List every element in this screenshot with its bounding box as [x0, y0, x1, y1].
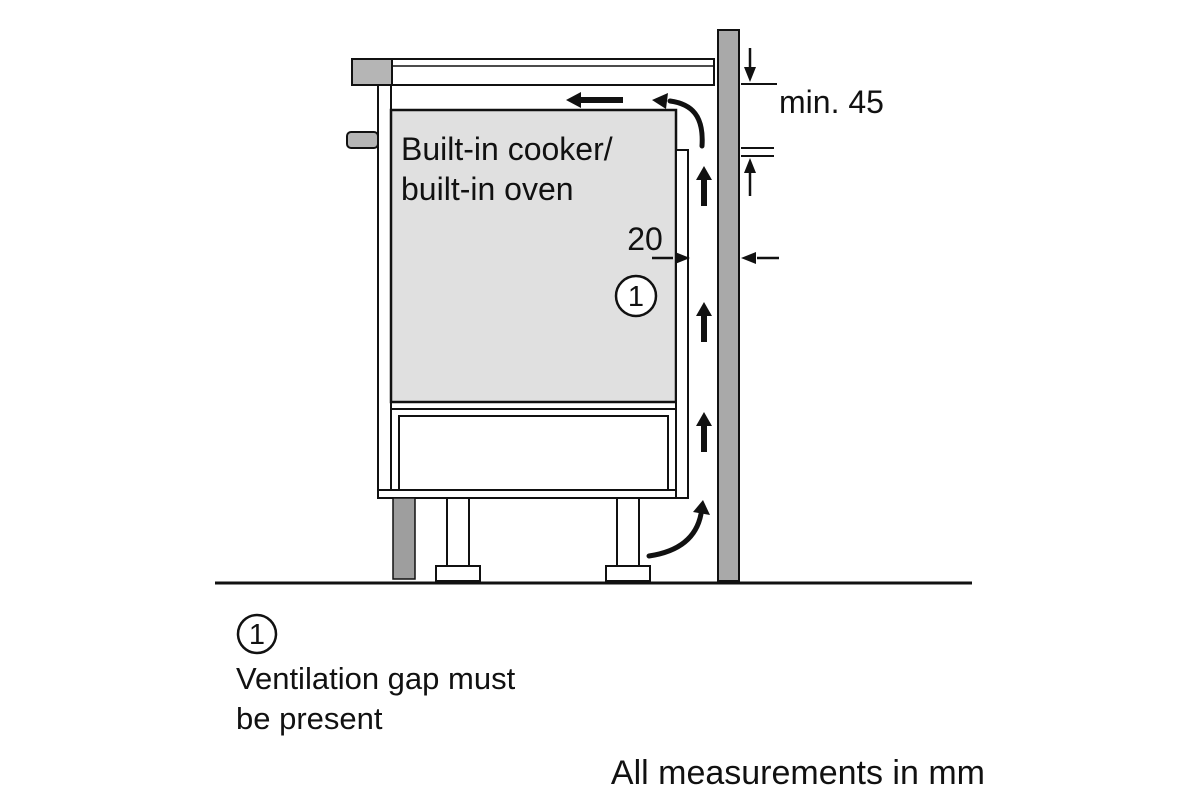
cabinet-foot-left — [435, 565, 481, 582]
callout-1-circle — [614, 274, 658, 318]
legend-text-line1: Ventilation gap must — [236, 661, 516, 696]
dim-arrow-right-head — [675, 252, 690, 264]
airflow-up-arrow-1 — [696, 166, 712, 206]
hob-left-block — [351, 58, 393, 86]
dim-arrow-down-head — [744, 67, 756, 82]
footnote-measurements: All measurements in mm — [611, 754, 985, 792]
dim-20-label: 20 — [627, 221, 663, 257]
callout-1-number: 1 — [628, 281, 644, 313]
appliance-label-line2: built-in oven — [401, 171, 574, 207]
airflow-curve-bottom-head — [693, 500, 710, 515]
dim-min45-label: min. 45 — [779, 84, 884, 120]
cabinet-bottom-board — [377, 489, 689, 499]
hob-body — [391, 58, 715, 86]
dim-arrow-up-head — [744, 158, 756, 173]
legend-1-circle — [236, 613, 278, 655]
airflow-up-arrow-2 — [696, 302, 712, 342]
cabinet-foot-right — [605, 565, 651, 582]
plinth-panel — [392, 497, 416, 580]
drawer-front — [398, 415, 669, 491]
cabinet-leg-right — [616, 497, 640, 569]
airflow-curve-top-head — [652, 93, 668, 109]
legend-text-line2: be present — [236, 701, 383, 736]
airflow-curve-top — [667, 98, 705, 149]
appliance-label-line1: Built-in cooker/ — [401, 131, 613, 167]
oven-handle — [346, 131, 379, 149]
cabinet-right-panel — [675, 149, 689, 499]
cabinet-leg-left — [446, 497, 470, 569]
airflow-left-arrow — [566, 92, 623, 108]
dim-arrow-left-head — [741, 252, 756, 264]
airflow-curve-bottom — [646, 511, 704, 559]
wall-panel — [717, 29, 740, 582]
oven-body — [389, 108, 678, 404]
legend-1-number: 1 — [249, 619, 265, 651]
cabinet-left-wall — [377, 84, 392, 499]
airflow-up-arrow-3 — [696, 412, 712, 452]
